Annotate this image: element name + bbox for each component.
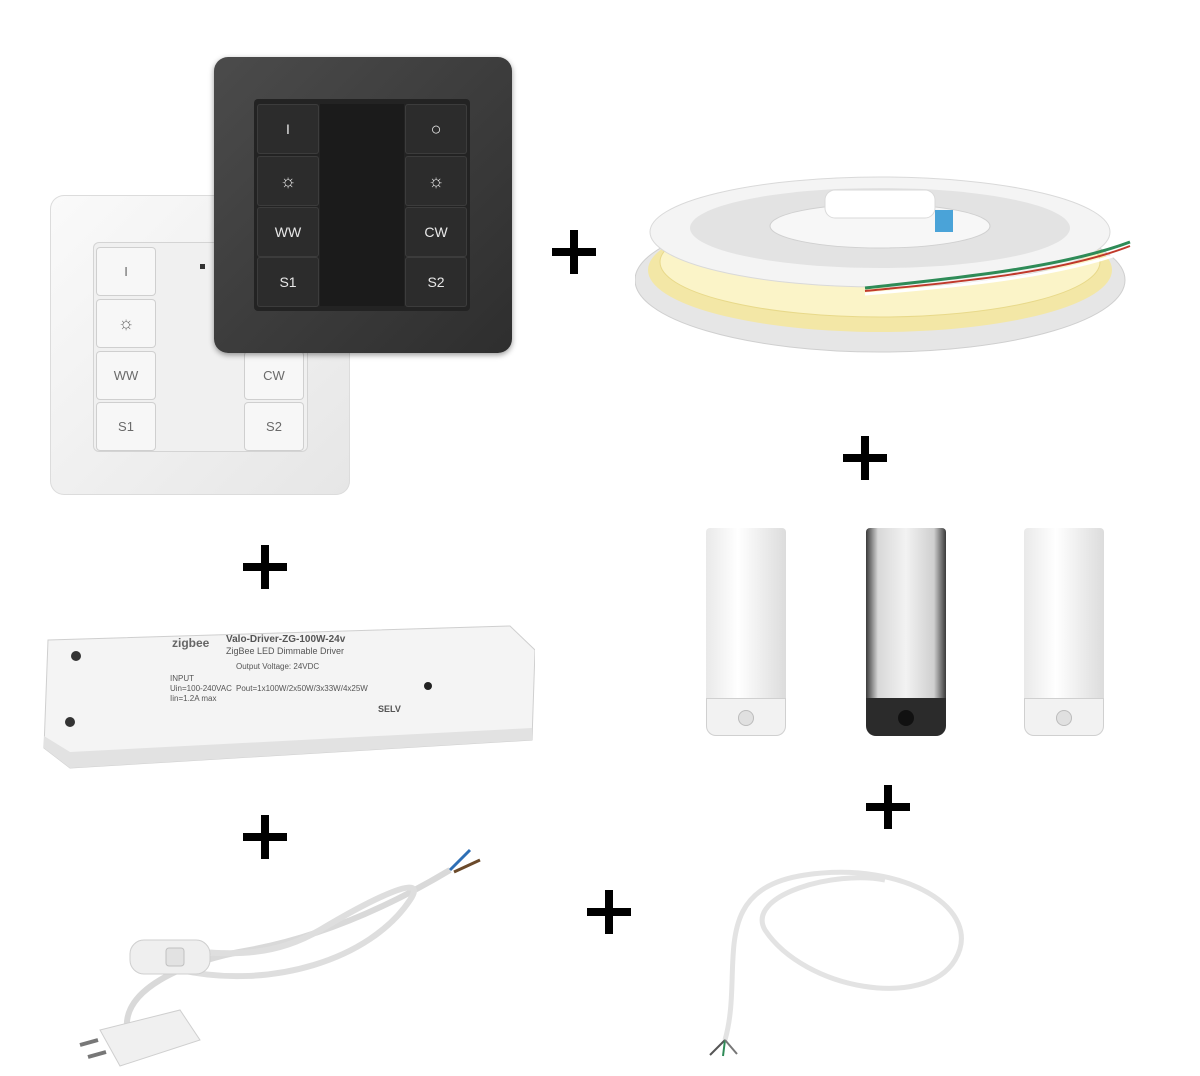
power-cord-with-plug [79,848,481,1067]
profile-diffuser [1024,528,1104,718]
plus-sign [866,785,910,829]
black-switch-face: I ☼ WW S1 ○ ☼ CW S2 [254,99,470,311]
button-label: S2 [427,274,445,290]
driver-subtitle: ZigBee LED Dimmable Driver [226,646,345,656]
aluminium-profile-white [1024,528,1104,736]
driver-input-current: Iin=1.2A max [170,694,217,703]
button-label: ☼ [117,313,135,333]
driver-brand: zigbee [172,636,210,650]
driver-selv-mark: SELV [378,704,401,714]
led-strip-reel [635,176,1131,353]
driver-model: Valo-Driver-ZG-100W-24v [226,634,346,645]
white-button-s2: S2 [244,402,304,451]
profile-cable-hole [1056,710,1072,726]
plus-sign [843,436,887,480]
black-button-on: I [257,104,319,154]
zigbee-led-driver: zigbee Valo-Driver-ZG-100W-24v ZigBee LE… [40,620,535,770]
profile-diffuser [706,528,786,718]
black-switch-center-panel [320,104,404,306]
white-button-ww: WW [96,351,156,400]
button-label: ☼ [279,170,297,191]
button-label: CW [424,224,448,240]
white-button-on: I [96,247,156,296]
driver-output-power: Pout=1x100W/2x50W/3x33W/4x25W [236,684,368,693]
plus-sign [552,230,596,274]
black-button-cw: CW [405,207,467,257]
button-label: S2 [266,419,282,434]
button-label: I [286,121,290,137]
driver-housing [43,625,535,769]
driver-output-voltage: Output Voltage: 24VDC [236,662,320,671]
black-button-s2: S2 [405,257,467,307]
plus-sign [243,815,287,859]
black-button-ww: WW [257,207,319,257]
button-label: I [124,264,128,279]
indicator-dot [200,264,205,269]
button-label: S1 [118,419,134,434]
white-button-brightness: ☼ [96,299,156,348]
aluminium-profile-black [866,528,946,736]
button-label: ○ [430,118,442,139]
white-button-s1: S1 [96,402,156,451]
profile-diffuser [866,528,946,718]
connection-cable [709,869,964,1057]
button-label: WW [113,368,139,383]
white-button-cw: CW [244,351,304,400]
button-label: ☼ [427,170,445,191]
black-button-brightness-down: ☼ [257,156,319,206]
black-button-s1: S1 [257,257,319,307]
button-label: CW [263,368,285,383]
profile-cable-hole [738,710,754,726]
profile-cable-hole [898,710,914,726]
button-label: WW [274,224,302,240]
driver-input-label: INPUT [170,674,194,683]
aluminium-profile-white [706,528,786,736]
plus-sign [243,545,287,589]
driver-input-voltage: Uin=100-240VAC [170,684,232,693]
black-wall-switch: I ☼ WW S1 ○ ☼ CW S2 [214,57,512,353]
black-button-brightness-up: ☼ [405,156,467,206]
button-label: S1 [279,274,297,290]
plus-sign [587,890,631,934]
black-button-off: ○ [405,104,467,154]
